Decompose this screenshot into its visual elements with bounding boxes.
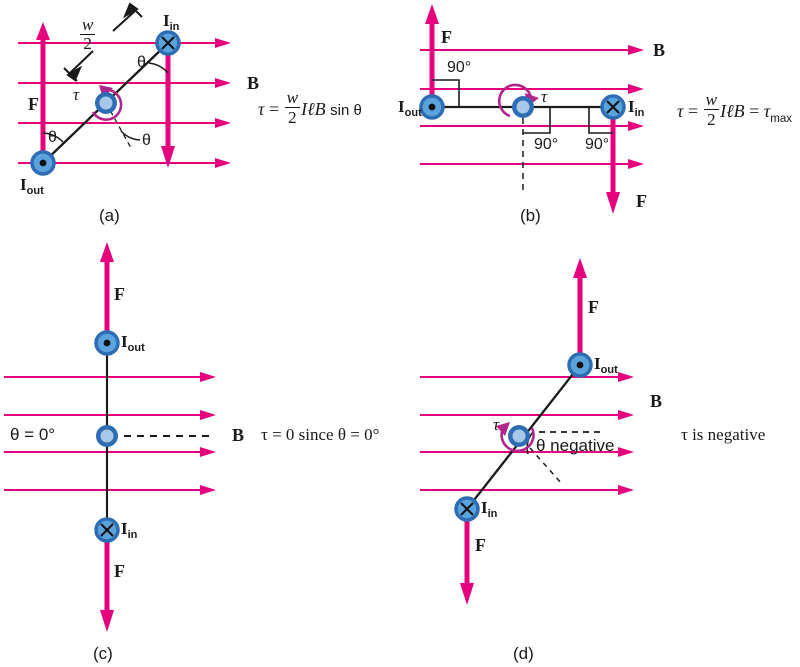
force-arrow-top-d bbox=[573, 258, 587, 365]
b-field-arrowheads-d bbox=[618, 372, 634, 495]
statement-c: τ = 0 since θ = 0° bbox=[261, 425, 380, 444]
b-field-lines-c bbox=[4, 375, 200, 492]
current-out-marker-b bbox=[419, 94, 445, 120]
current-in-marker-d bbox=[454, 496, 480, 522]
force-label-a: F bbox=[28, 94, 39, 114]
panel-d: B F F Iout Iin τ θ negative τ is negativ… bbox=[400, 240, 800, 667]
panel-a-graphic bbox=[18, 2, 231, 176]
current-out-marker-a bbox=[30, 150, 56, 176]
theta-label-c: θ = 0° bbox=[10, 425, 56, 444]
force-label-top-c: F bbox=[114, 284, 125, 304]
panel-d-graphic bbox=[420, 258, 634, 605]
b-field-arrowheads-c bbox=[200, 372, 216, 495]
theta-label-d: θ negative bbox=[536, 436, 615, 455]
theta-arc-mid-a bbox=[120, 130, 141, 141]
pivot-marker-b bbox=[512, 96, 534, 118]
force-arrow-bottom-d bbox=[460, 509, 474, 605]
force-arrow-top-c bbox=[100, 242, 114, 343]
current-out-marker-c bbox=[94, 330, 120, 356]
force-label-top-d: F bbox=[588, 297, 599, 317]
current-in-marker-c bbox=[94, 517, 120, 543]
force-arrow-bottom-c bbox=[100, 530, 114, 632]
theta-arc-bottom-a bbox=[42, 132, 64, 143]
torque-arrowhead-d bbox=[496, 422, 510, 436]
theta-label-a-2: θ bbox=[137, 54, 146, 71]
current-in-marker-a bbox=[155, 30, 181, 56]
force-arrow-left-b bbox=[425, 4, 439, 107]
b-field-arrowheads-a bbox=[215, 38, 231, 168]
width-dimension-a bbox=[63, 2, 143, 82]
force-label-top-b: F bbox=[441, 27, 452, 47]
torque-arrow-b bbox=[497, 83, 533, 118]
panel-b: B F F Iout Iin τ 90° 90° 90° τ = w 2 IℓB… bbox=[398, 0, 800, 232]
b-field-arrowheads-b bbox=[628, 45, 644, 169]
current-in-label-b: Iin bbox=[628, 97, 645, 120]
force-label-bottom-b: F bbox=[636, 191, 647, 211]
pivot-marker-a bbox=[95, 92, 117, 114]
reference-dashed-d-diagonal bbox=[529, 447, 563, 485]
theta-label-a-3: θ bbox=[142, 132, 151, 149]
panel-b-caption: (b) bbox=[520, 206, 541, 225]
panel-d-caption: (d) bbox=[513, 644, 534, 663]
angle-label-b-1: 90° bbox=[447, 59, 472, 76]
current-in-label-d: Iin bbox=[481, 498, 498, 521]
torque-label-d: τ bbox=[493, 415, 500, 434]
b-label-c: B bbox=[232, 425, 245, 445]
force-label-bottom-c: F bbox=[114, 561, 125, 581]
b-label-a: B bbox=[247, 73, 260, 93]
torque-label-a: τ bbox=[73, 85, 80, 104]
panel-a: B F Iout Iin τ w 2 θ θ θ τ = w 2 IℓB sin… bbox=[0, 0, 400, 232]
current-out-label-a: Iout bbox=[20, 175, 44, 198]
force-label-bottom-d: F bbox=[475, 535, 486, 555]
right-angle-marker-b-2 bbox=[523, 107, 551, 134]
current-in-marker-b bbox=[600, 94, 626, 120]
panel-c-graphic bbox=[4, 242, 216, 632]
current-out-label-b: Iout bbox=[398, 97, 422, 120]
b-label-b: B bbox=[653, 40, 666, 60]
statement-d: τ is negative bbox=[681, 425, 766, 444]
equation-a: τ = w 2 IℓB sin θ bbox=[258, 88, 362, 127]
current-in-label-a: Iin bbox=[163, 11, 180, 34]
torque-label-b: τ bbox=[541, 87, 548, 106]
current-out-label-d: Iout bbox=[594, 354, 618, 377]
current-in-label-c: Iin bbox=[121, 519, 138, 542]
right-angle-marker-b-1 bbox=[432, 79, 460, 107]
torque-arrow-d bbox=[500, 424, 535, 453]
pivot-marker-c bbox=[96, 425, 118, 447]
current-out-label-c: Iout bbox=[121, 332, 145, 355]
equation-b: τ = w 2 IℓB = τmax bbox=[677, 90, 793, 129]
width-label-a: w 2 bbox=[80, 15, 96, 53]
b-label-d: B bbox=[650, 391, 663, 411]
theta-label-a-1: θ bbox=[48, 129, 57, 146]
force-arrow-right-b bbox=[606, 107, 620, 214]
panel-c-caption: (c) bbox=[93, 644, 113, 663]
angle-label-b-2: 90° bbox=[534, 136, 559, 153]
panel-b-graphic bbox=[419, 4, 644, 214]
force-arrow-left-a bbox=[36, 22, 50, 163]
panel-a-caption: (a) bbox=[99, 206, 120, 225]
pivot-marker-d bbox=[508, 425, 530, 447]
panel-c: B F F Iout Iin θ = 0° τ = 0 since θ = 0°… bbox=[0, 240, 400, 667]
angle-label-b-3: 90° bbox=[585, 136, 610, 153]
theta-arc-top-a bbox=[148, 62, 169, 74]
right-angle-marker-b-3 bbox=[588, 107, 613, 134]
b-field-lines-b bbox=[420, 48, 628, 166]
torque-arrow-a bbox=[91, 88, 123, 121]
current-out-marker-d bbox=[567, 352, 593, 378]
force-arrow-right-a bbox=[161, 43, 175, 168]
b-field-lines-d bbox=[420, 375, 618, 492]
